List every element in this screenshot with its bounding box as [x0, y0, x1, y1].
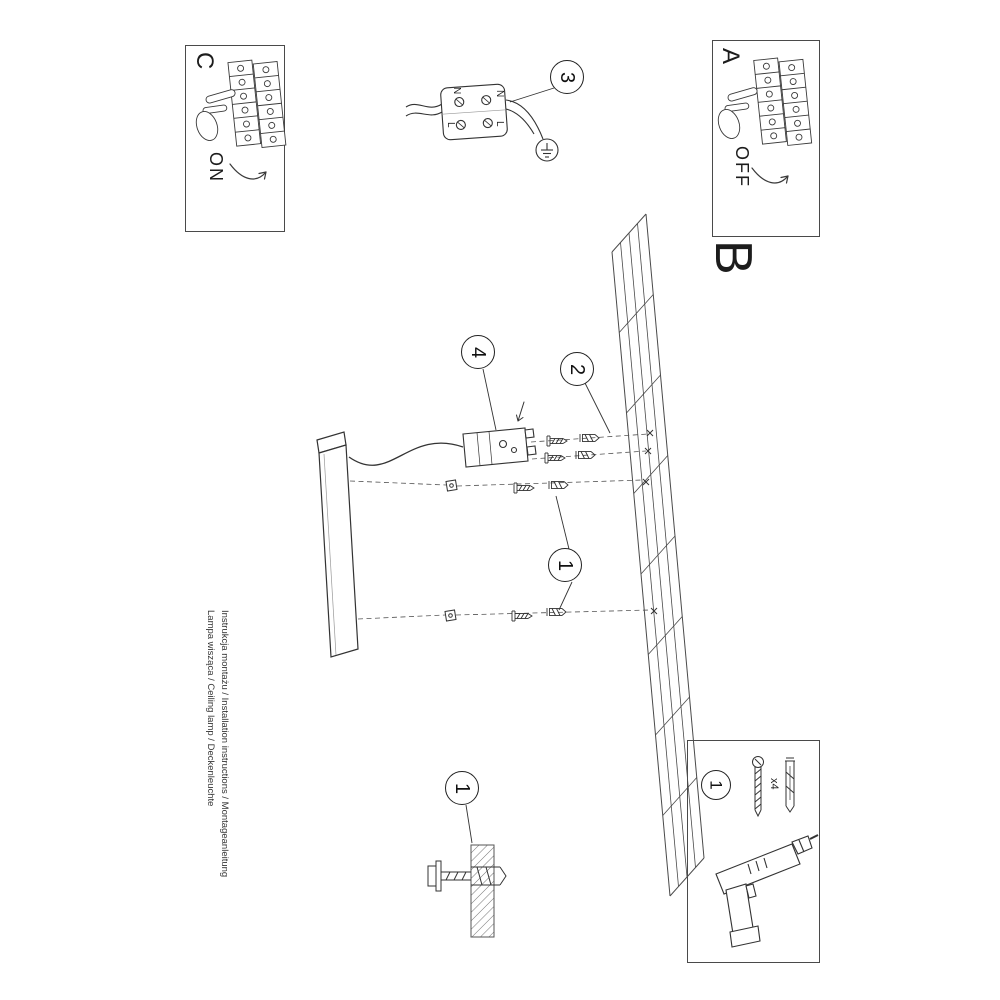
fastener-axis-lines	[349, 433, 651, 620]
leader-step2	[584, 382, 611, 434]
leader-step4	[482, 368, 497, 431]
screw-icon-row-a	[546, 435, 568, 447]
screw-icon-row-d	[511, 610, 533, 622]
hand-icon-a	[717, 87, 758, 139]
wire-label-l-left: L	[445, 122, 456, 128]
step-3-number: 3	[556, 71, 579, 83]
anchor-icon-row-c	[548, 481, 569, 489]
step-1-tools-number: 1	[707, 780, 726, 790]
wire-label-l-right: L	[494, 121, 505, 127]
anchor-icon-row-d	[546, 608, 567, 616]
terminal-block-c	[227, 59, 287, 149]
rotate-arrow-a	[751, 167, 789, 184]
mount-direction-arrow	[516, 401, 525, 422]
step-marker-4: 4	[461, 335, 495, 369]
leader-step1-bottom	[465, 804, 473, 844]
step-marker-2: 2	[560, 352, 594, 386]
step-marker-1-anchor: 1	[445, 771, 479, 805]
anchor-icon-row-b	[575, 451, 596, 459]
power-cable	[348, 442, 464, 466]
grid-screw-marks	[642, 429, 658, 615]
lamp-profile	[316, 431, 359, 658]
ground-symbol	[535, 138, 559, 162]
switch-on-label: ON	[206, 152, 226, 183]
step-4-number: 4	[467, 346, 490, 358]
leader-step3	[509, 87, 555, 103]
switch-off-label: OFF	[732, 146, 752, 188]
footer-title-line: Instrukcja montażu / Installation instru…	[219, 610, 230, 878]
screw-icon-row-b	[544, 452, 566, 464]
screw-tool-icon	[752, 756, 764, 818]
step-2-number: 2	[566, 363, 589, 375]
anchor-icon-row-a	[579, 434, 600, 442]
section-label-c: C	[191, 52, 218, 70]
wire-label-n-right: N	[494, 90, 505, 98]
step-1-anchor-number: 1	[451, 782, 474, 794]
screw-quantity-label: x4	[768, 778, 780, 790]
footer-product-line: Lampa wisząca / Ceiling lamp / Deckenleu…	[205, 610, 216, 807]
screw-icon-row-c	[513, 482, 535, 494]
wall-anchor-assembly	[427, 860, 507, 892]
step-marker-1-mid: 1	[548, 548, 582, 582]
bracket-plate-lower	[444, 609, 457, 622]
section-label-b: B	[704, 240, 762, 275]
driver-box	[462, 427, 537, 468]
terminal-block-a	[753, 57, 813, 146]
hand-icon-c	[195, 89, 236, 141]
wallplug-tool-icon	[785, 757, 795, 813]
rotate-arrow-c	[229, 163, 267, 180]
leader-step1-mid	[555, 495, 573, 611]
step-marker-1-tools: 1	[701, 770, 731, 800]
step-1-number: 1	[554, 559, 577, 571]
drill-icon	[715, 834, 819, 948]
ceiling-grid	[611, 213, 705, 897]
wire-label-n-left: N	[451, 87, 462, 95]
section-label-a: A	[717, 48, 744, 65]
bracket-plate-upper	[445, 479, 458, 492]
wiring-connector	[405, 83, 544, 141]
step-marker-3: 3	[550, 60, 584, 94]
wall-cross-section	[470, 844, 495, 938]
